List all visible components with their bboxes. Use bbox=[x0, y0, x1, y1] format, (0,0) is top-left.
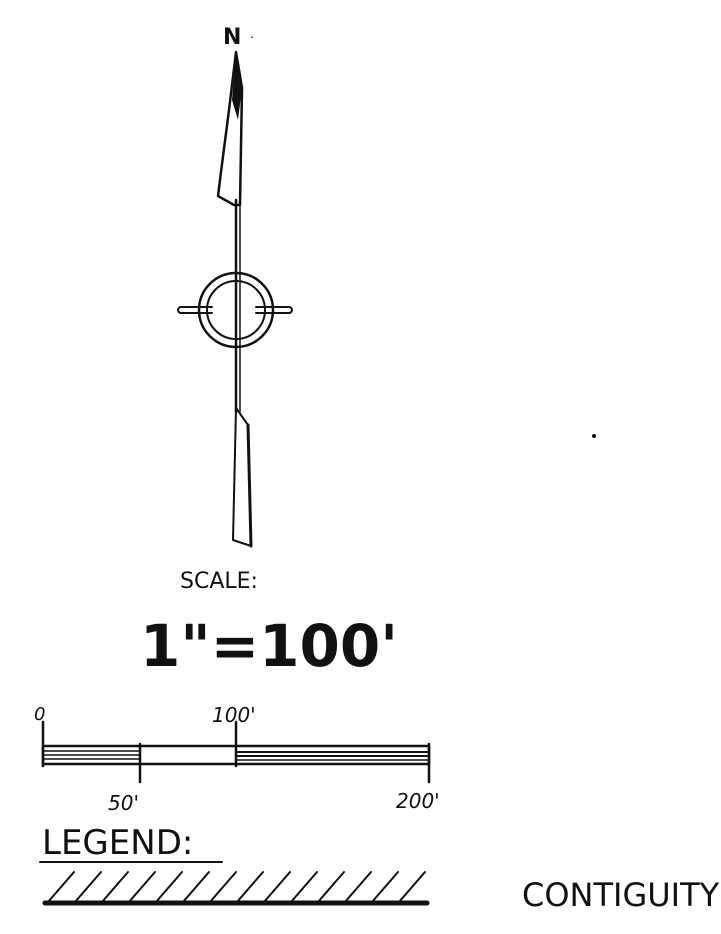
hatch-stroke bbox=[398, 871, 426, 903]
hatch-stroke bbox=[128, 871, 156, 903]
hatch-stroke bbox=[263, 871, 291, 903]
scale-ratio: 1"=100' bbox=[140, 612, 398, 680]
hatch-stroke bbox=[155, 871, 183, 903]
scale-bar-segment-0-50 bbox=[42, 750, 141, 760]
legend-item-contiguity: CONTIGUITY bbox=[42, 871, 720, 914]
scale-block: SCALE: 1"=100' 0 100' 50' 200' bbox=[34, 569, 440, 815]
hatch-stroke bbox=[290, 871, 318, 903]
legend-heading: LEGEND: bbox=[42, 823, 193, 863]
north-arrow-tip bbox=[232, 52, 242, 120]
north-arrow-lower-edge bbox=[246, 423, 253, 548]
scale-bar bbox=[41, 720, 431, 784]
scale-tick-0: 0 bbox=[34, 704, 45, 725]
hatch-stroke bbox=[182, 871, 210, 903]
compass-left-bar bbox=[177, 306, 213, 314]
north-arrow-upper-blade bbox=[216, 50, 244, 207]
compass-inner-ring bbox=[206, 280, 266, 340]
hatch-stroke bbox=[47, 871, 75, 903]
scale-heading: SCALE: bbox=[180, 569, 258, 594]
scale-tick-50: 50' bbox=[108, 791, 139, 815]
hatch-stroke bbox=[371, 871, 399, 903]
scale-tick-100: 100' bbox=[212, 703, 256, 727]
compass-outer-ring bbox=[197, 271, 275, 349]
north-label-dot: . bbox=[250, 27, 254, 41]
hatch-stroke bbox=[74, 871, 102, 903]
scale-tick-200: 200' bbox=[396, 789, 440, 813]
north-label: N bbox=[223, 25, 241, 50]
compass-right-bar bbox=[255, 306, 293, 314]
hatch-stroke bbox=[344, 871, 372, 903]
hatch-stroke bbox=[101, 871, 129, 903]
hatch-stroke bbox=[317, 871, 345, 903]
scale-bar-segment-50-100 bbox=[139, 745, 237, 765]
legend-item-label: CONTIGUITY bbox=[522, 876, 720, 914]
hatch-stroke bbox=[209, 871, 237, 903]
contiguity-hatch-pattern bbox=[47, 871, 426, 903]
stray-mark bbox=[592, 434, 596, 438]
hatch-stroke bbox=[236, 871, 264, 903]
scale-bar-segment-100-200 bbox=[235, 751, 430, 761]
north-arrow: N . bbox=[177, 25, 293, 548]
legend-block: LEGEND: CONTIGUITY bbox=[39, 823, 720, 914]
